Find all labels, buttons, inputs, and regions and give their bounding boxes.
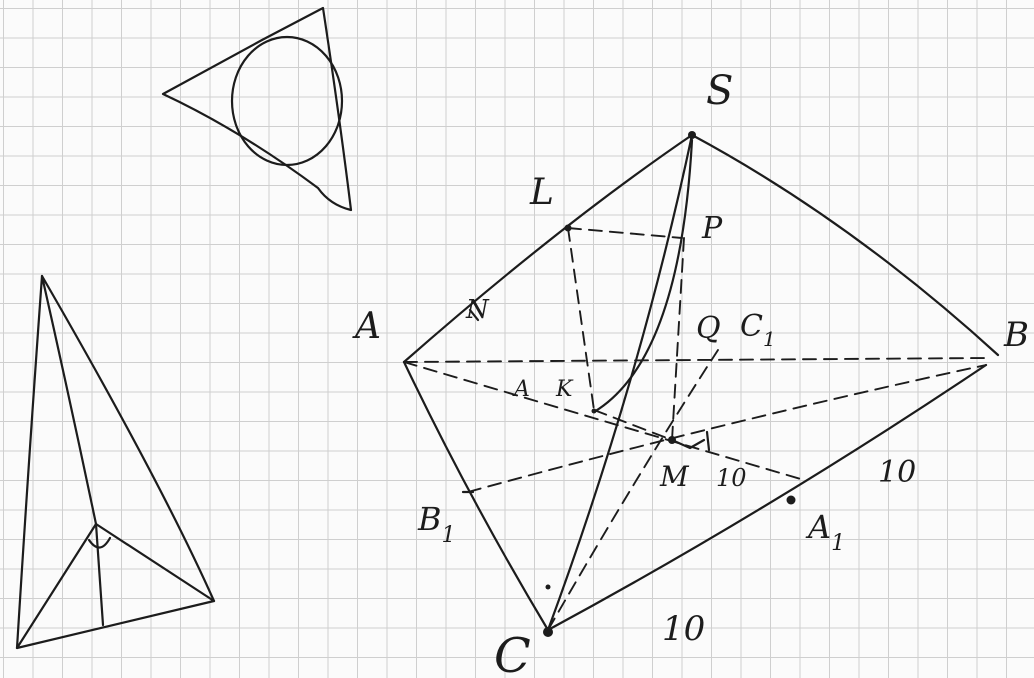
edge-SC [546,133,694,632]
pyramid-hidden-lines [403,138,987,631]
point-K [591,408,597,414]
line-A-A1 [403,361,805,481]
edge-AB-hidden [403,357,987,363]
point-L [564,224,572,232]
tall-triangle-cevian-left [15,522,98,650]
edge-CB [546,363,988,632]
stray-dot [545,584,551,590]
curve-K-S [592,138,694,414]
edge-SA [402,133,694,364]
label-S: S [706,68,733,114]
right-angle-mark [670,438,706,450]
label-L: L [529,172,554,213]
line-L-K [567,227,595,411]
edge-AC [402,360,550,632]
point-S [688,131,696,139]
label-C1: C1 [740,309,776,351]
tall-triangle-altitude [94,522,105,627]
points [543,131,796,637]
label-M: M [659,460,690,493]
label-length-M-A1: 10 [716,464,747,492]
tall-triangle-median [40,274,98,526]
inscribed-circle [230,35,344,167]
line-C-Q [547,349,719,631]
line-B1-B [467,364,987,493]
line-K-M [593,409,673,441]
line-L-P [567,227,683,239]
angle-mark [87,536,112,549]
small-triangle [161,6,353,212]
label-Q: Q [696,311,721,346]
label-N: N [465,295,490,325]
label-A1: A1 [805,508,845,556]
label-C: C [494,628,531,678]
tick-M [705,430,711,452]
tall-triangle-sketch [15,274,216,650]
labels: S L P A N Q C1 B A K M 10 10 B1 A1 C 10 [352,68,1029,678]
label-P: P [701,211,723,246]
tall-triangle [15,274,216,650]
label-length-A1-B: 10 [878,455,916,490]
point-A1 [786,495,796,505]
triangle-incircle-sketch [161,6,353,212]
label-K: K [555,377,574,402]
edge-SB [690,133,1000,357]
label-B1: B1 [417,500,456,548]
line-P-M [671,237,685,441]
tick-N [468,308,480,322]
label-length-C-A1: 10 [662,609,705,649]
point-C [543,627,553,637]
label-A: A [352,306,381,347]
tall-triangle-cevian-right [94,522,216,603]
pyramid-edges [402,133,1000,632]
point-M [668,436,676,444]
label-B: B [1003,315,1029,355]
label-alpha: A [512,377,530,402]
